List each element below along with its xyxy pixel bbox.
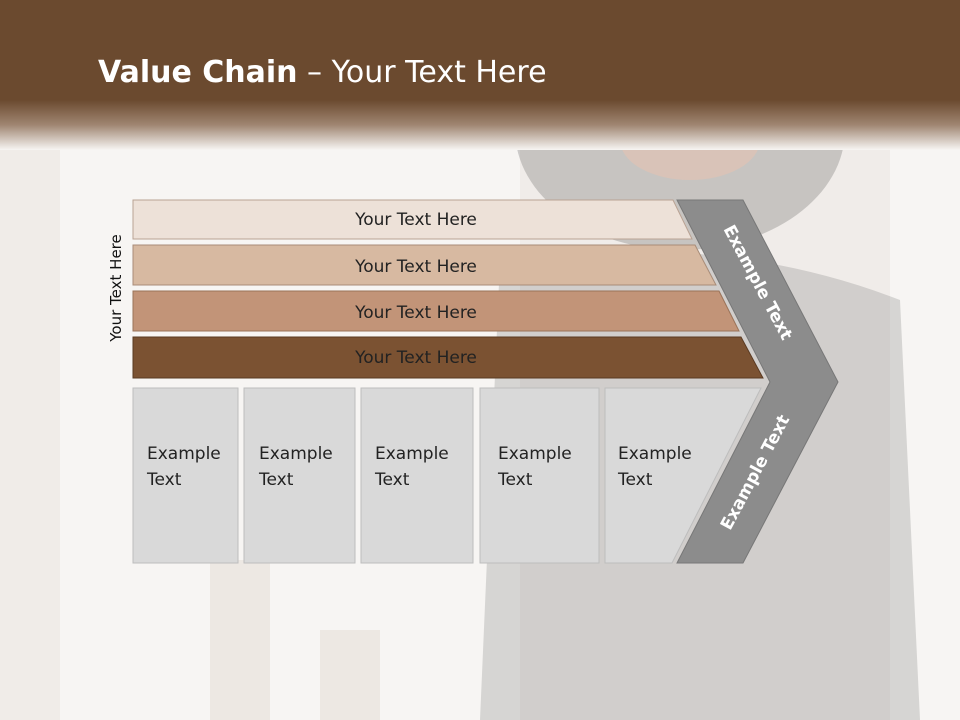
slide-title: Value Chain – Your Text Here xyxy=(98,55,547,90)
box-1 xyxy=(132,387,239,564)
box-4 xyxy=(479,387,600,564)
chevron-arrow xyxy=(676,199,839,564)
bar-4 xyxy=(132,336,764,379)
bar-1-label: Your Text Here xyxy=(354,210,477,230)
bar-1 xyxy=(132,199,693,240)
bar-2-label: Your Text Here xyxy=(354,257,477,277)
bar-3 xyxy=(132,290,740,332)
box-2 xyxy=(243,387,356,564)
box-3 xyxy=(360,387,474,564)
box-5 xyxy=(604,387,762,564)
title-rest: – Your Text Here xyxy=(297,55,547,90)
bar-4-label: Your Text Here xyxy=(354,348,477,368)
box-4-line2: Text xyxy=(497,470,533,490)
box-4-line1: Example xyxy=(498,444,572,464)
box-5-line2: Text xyxy=(617,470,653,490)
box-2-line2: Text xyxy=(258,470,294,490)
title-bold: Value Chain xyxy=(98,55,298,90)
box-3-line1: Example xyxy=(375,444,449,464)
box-1-line1: Example xyxy=(147,444,221,464)
box-3-line2: Text xyxy=(374,470,410,490)
title-bar: Value Chain – Your Text Here xyxy=(0,0,960,150)
box-1-line2: Text xyxy=(146,470,182,490)
bar-3-label: Your Text Here xyxy=(354,303,477,323)
bar-2 xyxy=(132,244,717,286)
reflection xyxy=(132,564,825,720)
box-5-line1: Example xyxy=(618,444,692,464)
box-2-line1: Example xyxy=(259,444,333,464)
